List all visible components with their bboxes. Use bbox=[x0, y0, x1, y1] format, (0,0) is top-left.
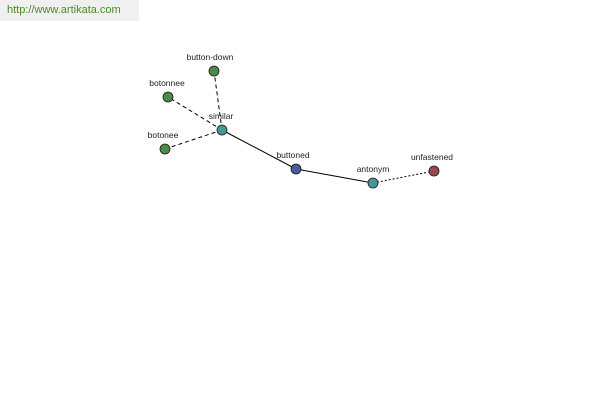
url-header: http://www.artikata.com bbox=[0, 0, 139, 21]
node-label-antonym[interactable]: antonym bbox=[357, 164, 390, 174]
node-antonym[interactable]: antonym bbox=[357, 164, 390, 189]
node-label-similar[interactable]: similar bbox=[209, 111, 234, 121]
node-circle-botonnee[interactable] bbox=[162, 91, 174, 103]
edge-similar-button-down bbox=[213, 70, 223, 131]
node-label-botonee[interactable]: botonee bbox=[148, 130, 179, 140]
node-label-button-down[interactable]: button-down bbox=[187, 52, 234, 62]
node-circle-similar[interactable] bbox=[216, 124, 228, 136]
node-botonee[interactable]: botonee bbox=[148, 130, 179, 155]
node-label-buttoned[interactable]: buttoned bbox=[276, 150, 309, 160]
node-circle-buttoned[interactable] bbox=[290, 163, 302, 175]
node-label-botonnee[interactable]: botonnee bbox=[149, 78, 185, 88]
edge-similar-buttoned bbox=[221, 129, 297, 170]
edge-similar-botonee bbox=[164, 129, 223, 150]
node-button-down[interactable]: button-down bbox=[187, 52, 234, 77]
node-unfastened[interactable]: unfastened bbox=[411, 152, 453, 177]
edge-similar-botonnee bbox=[167, 96, 223, 131]
node-similar[interactable]: similar bbox=[209, 111, 234, 136]
node-circle-antonym[interactable] bbox=[367, 177, 379, 189]
node-circle-unfastened[interactable] bbox=[428, 165, 440, 177]
node-botonnee[interactable]: botonnee bbox=[149, 78, 185, 103]
site-url-link[interactable]: http://www.artikata.com bbox=[7, 4, 121, 16]
node-label-unfastened[interactable]: unfastened bbox=[411, 152, 453, 162]
node-circle-button-down[interactable] bbox=[208, 65, 220, 77]
edge-buttoned-antonym bbox=[295, 168, 374, 184]
node-circle-botonee[interactable] bbox=[159, 143, 171, 155]
node-buttoned[interactable]: buttoned bbox=[276, 150, 310, 175]
